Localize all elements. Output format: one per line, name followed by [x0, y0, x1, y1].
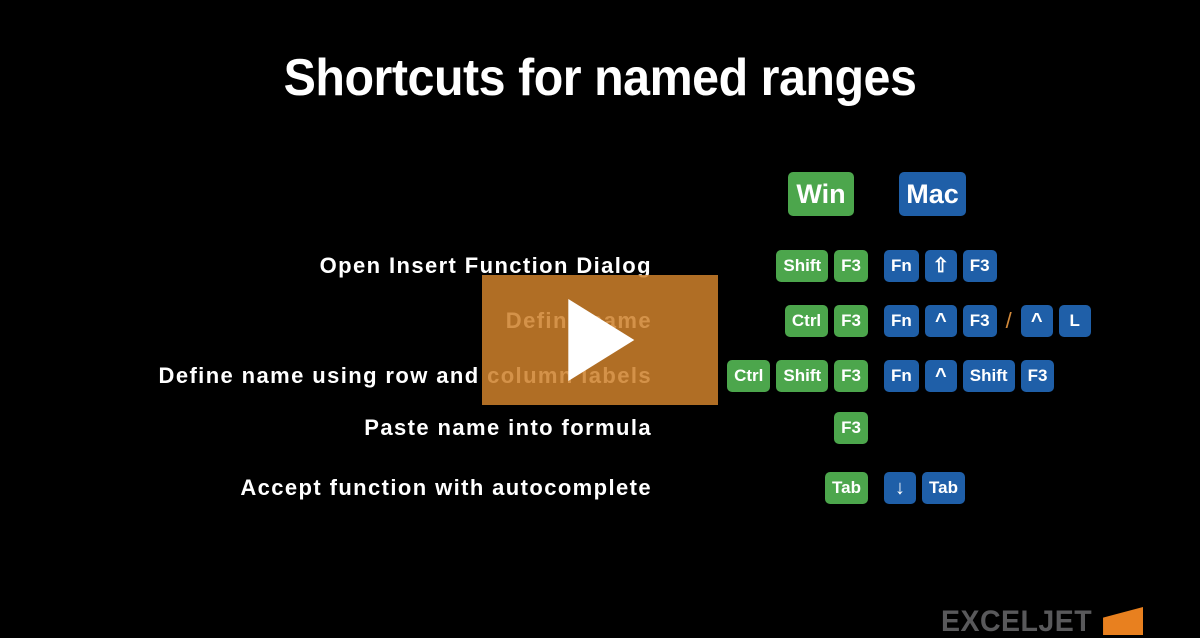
key-cap: F3 [962, 305, 997, 337]
platform-badge-windows: Win [788, 172, 854, 216]
exceljet-logo: EXCELJET [941, 605, 1144, 638]
key-cap: ^ [1020, 305, 1053, 337]
windows-keys: F3 [834, 408, 868, 448]
key-cap: Tab [825, 472, 868, 504]
logo-wordmark: EXCELJET [941, 605, 1093, 638]
shortcut-row: Paste name into formula F3 [0, 408, 1200, 448]
mac-keys: ↓Tab [884, 468, 965, 508]
key-cap: F3 [834, 412, 868, 444]
key-cap: F3 [834, 250, 868, 282]
key-cap: Fn [884, 250, 919, 282]
key-cap: Ctrl [784, 305, 829, 337]
shortcut-label: Open Insert Function Dialog [319, 253, 652, 278]
shortcut-row: Accept function with autocomplete Tab ↓T… [0, 468, 1200, 508]
windows-keys: Tab [825, 468, 868, 508]
mac-keys: Fn^F3/^L [884, 301, 1091, 341]
key-cap: ^ [924, 305, 957, 337]
key-cap: Tab [922, 472, 965, 504]
key-cap: Shift [776, 360, 829, 392]
key-cap: F3 [834, 360, 868, 392]
platform-header: Win Mac [0, 172, 1200, 218]
page-title: Shortcuts for named ranges [283, 49, 917, 107]
key-cap: ⇧ [924, 250, 957, 282]
key-cap: L [1058, 305, 1091, 337]
key-cap: ↓ [884, 472, 916, 504]
key-cap: Fn [884, 360, 919, 392]
key-cap: Shift [776, 250, 829, 282]
key-cap: F3 [962, 250, 997, 282]
key-cap: F3 [834, 305, 868, 337]
logo-arrow-icon [1103, 607, 1144, 635]
key-cap: Ctrl [727, 360, 771, 392]
platform-badge-mac: Mac [899, 172, 966, 216]
video-play-overlay[interactable] [482, 275, 718, 405]
key-cap: ^ [924, 360, 957, 392]
key-cap: Shift [962, 360, 1015, 392]
shortcut-label: Accept function with autocomplete [240, 475, 652, 500]
key-cap: F3 [1020, 360, 1055, 392]
shortcut-label: Paste name into formula [364, 415, 652, 440]
mac-keys: Fn⇧F3 [884, 246, 997, 286]
play-icon[interactable] [568, 299, 635, 381]
key-cap: Fn [884, 305, 919, 337]
key-separator: / [1005, 308, 1012, 333]
